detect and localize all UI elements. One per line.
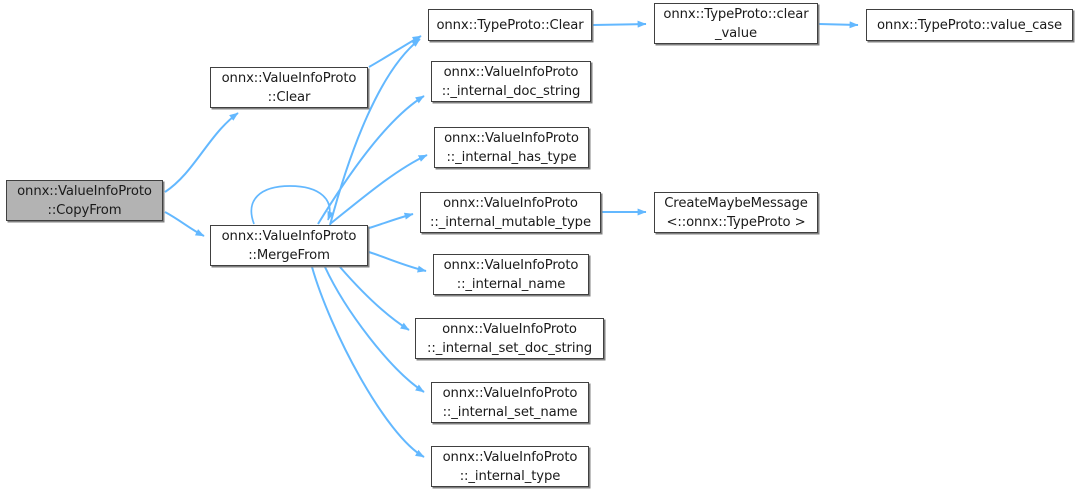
node-label-int_mutable_type: onnx::ValueInfoProto ::_internal_mutable… bbox=[430, 195, 591, 230]
node-int_doc_string[interactable]: onnx::ValueInfoProto ::_internal_doc_str… bbox=[431, 61, 591, 102]
edge-mergefrom-to-int_type bbox=[311, 266, 425, 458]
node-tp_clear_value[interactable]: onnx::TypeProto::clear _value bbox=[654, 3, 818, 44]
node-copyfrom[interactable]: onnx::ValueInfoProto ::CopyFrom bbox=[6, 180, 163, 221]
node-label-int_has_type: onnx::ValueInfoProto ::_internal_has_typ… bbox=[444, 130, 579, 165]
node-label-int_name: onnx::ValueInfoProto ::_internal_name bbox=[443, 257, 579, 292]
node-label-tp_clear_value: onnx::TypeProto::clear _value bbox=[663, 6, 809, 41]
node-int_mutable_type[interactable]: onnx::ValueInfoProto ::_internal_mutable… bbox=[420, 192, 601, 233]
edge-mergefrom-to-mergefrom bbox=[250, 185, 335, 225]
edge-mergefrom-to-int_doc_string bbox=[317, 95, 425, 225]
node-label-create_maybe_message: CreateMaybeMessage <::onnx::TypeProto > bbox=[664, 195, 808, 230]
node-create_maybe_message[interactable]: CreateMaybeMessage <::onnx::TypeProto > bbox=[654, 192, 818, 233]
node-tp_value_case[interactable]: onnx::TypeProto::value_case bbox=[866, 9, 1073, 41]
edge-mergefrom-to-int_set_name bbox=[324, 266, 425, 393]
edge-mergefrom-to-int_has_type bbox=[329, 154, 428, 225]
edge-mergefrom-to-int_mutable_type bbox=[368, 212, 414, 229]
node-mergefrom[interactable]: onnx::ValueInfoProto ::MergeFrom bbox=[210, 225, 368, 266]
node-vip_clear[interactable]: onnx::ValueInfoProto ::Clear bbox=[210, 67, 368, 108]
edge-copyfrom-to-mergefrom bbox=[164, 211, 205, 237]
node-label-int_set_name: onnx::ValueInfoProto ::_internal_set_nam… bbox=[442, 385, 578, 420]
node-label-mergefrom: onnx::ValueInfoProto ::MergeFrom bbox=[221, 228, 357, 263]
node-label-int_type: onnx::ValueInfoProto ::_internal_type bbox=[442, 449, 578, 484]
edge-copyfrom-to-vip_clear bbox=[164, 112, 239, 193]
node-label-int_doc_string: onnx::ValueInfoProto ::_internal_doc_str… bbox=[441, 64, 581, 99]
edge-tp_clear-to-tp_clear_value bbox=[592, 20, 647, 28]
node-label-int_set_doc_string: onnx::ValueInfoProto ::_internal_set_doc… bbox=[427, 321, 592, 356]
node-int_set_doc_string[interactable]: onnx::ValueInfoProto ::_internal_set_doc… bbox=[415, 318, 604, 359]
edge-tp_clear_value-to-tp_value_case bbox=[818, 21, 859, 29]
node-int_name[interactable]: onnx::ValueInfoProto ::_internal_name bbox=[433, 254, 589, 295]
node-label-tp_value_case: onnx::TypeProto::value_case bbox=[876, 17, 1063, 33]
node-int_has_type[interactable]: onnx::ValueInfoProto ::_internal_has_typ… bbox=[434, 127, 589, 168]
edge-mergefrom-to-int_name bbox=[368, 251, 427, 273]
node-label-tp_clear: onnx::TypeProto::Clear bbox=[436, 17, 584, 33]
node-label-vip_clear: onnx::ValueInfoProto ::Clear bbox=[221, 70, 357, 105]
node-tp_clear[interactable]: onnx::TypeProto::Clear bbox=[428, 9, 592, 41]
node-int_type[interactable]: onnx::ValueInfoProto ::_internal_type bbox=[431, 446, 589, 487]
node-label-copyfrom: onnx::ValueInfoProto ::CopyFrom bbox=[17, 183, 152, 218]
edge-mergefrom-to-int_set_doc_string bbox=[339, 266, 410, 331]
node-int_set_name[interactable]: onnx::ValueInfoProto ::_internal_set_nam… bbox=[431, 382, 589, 423]
edge-vip_clear-to-tp_clear bbox=[368, 35, 422, 68]
